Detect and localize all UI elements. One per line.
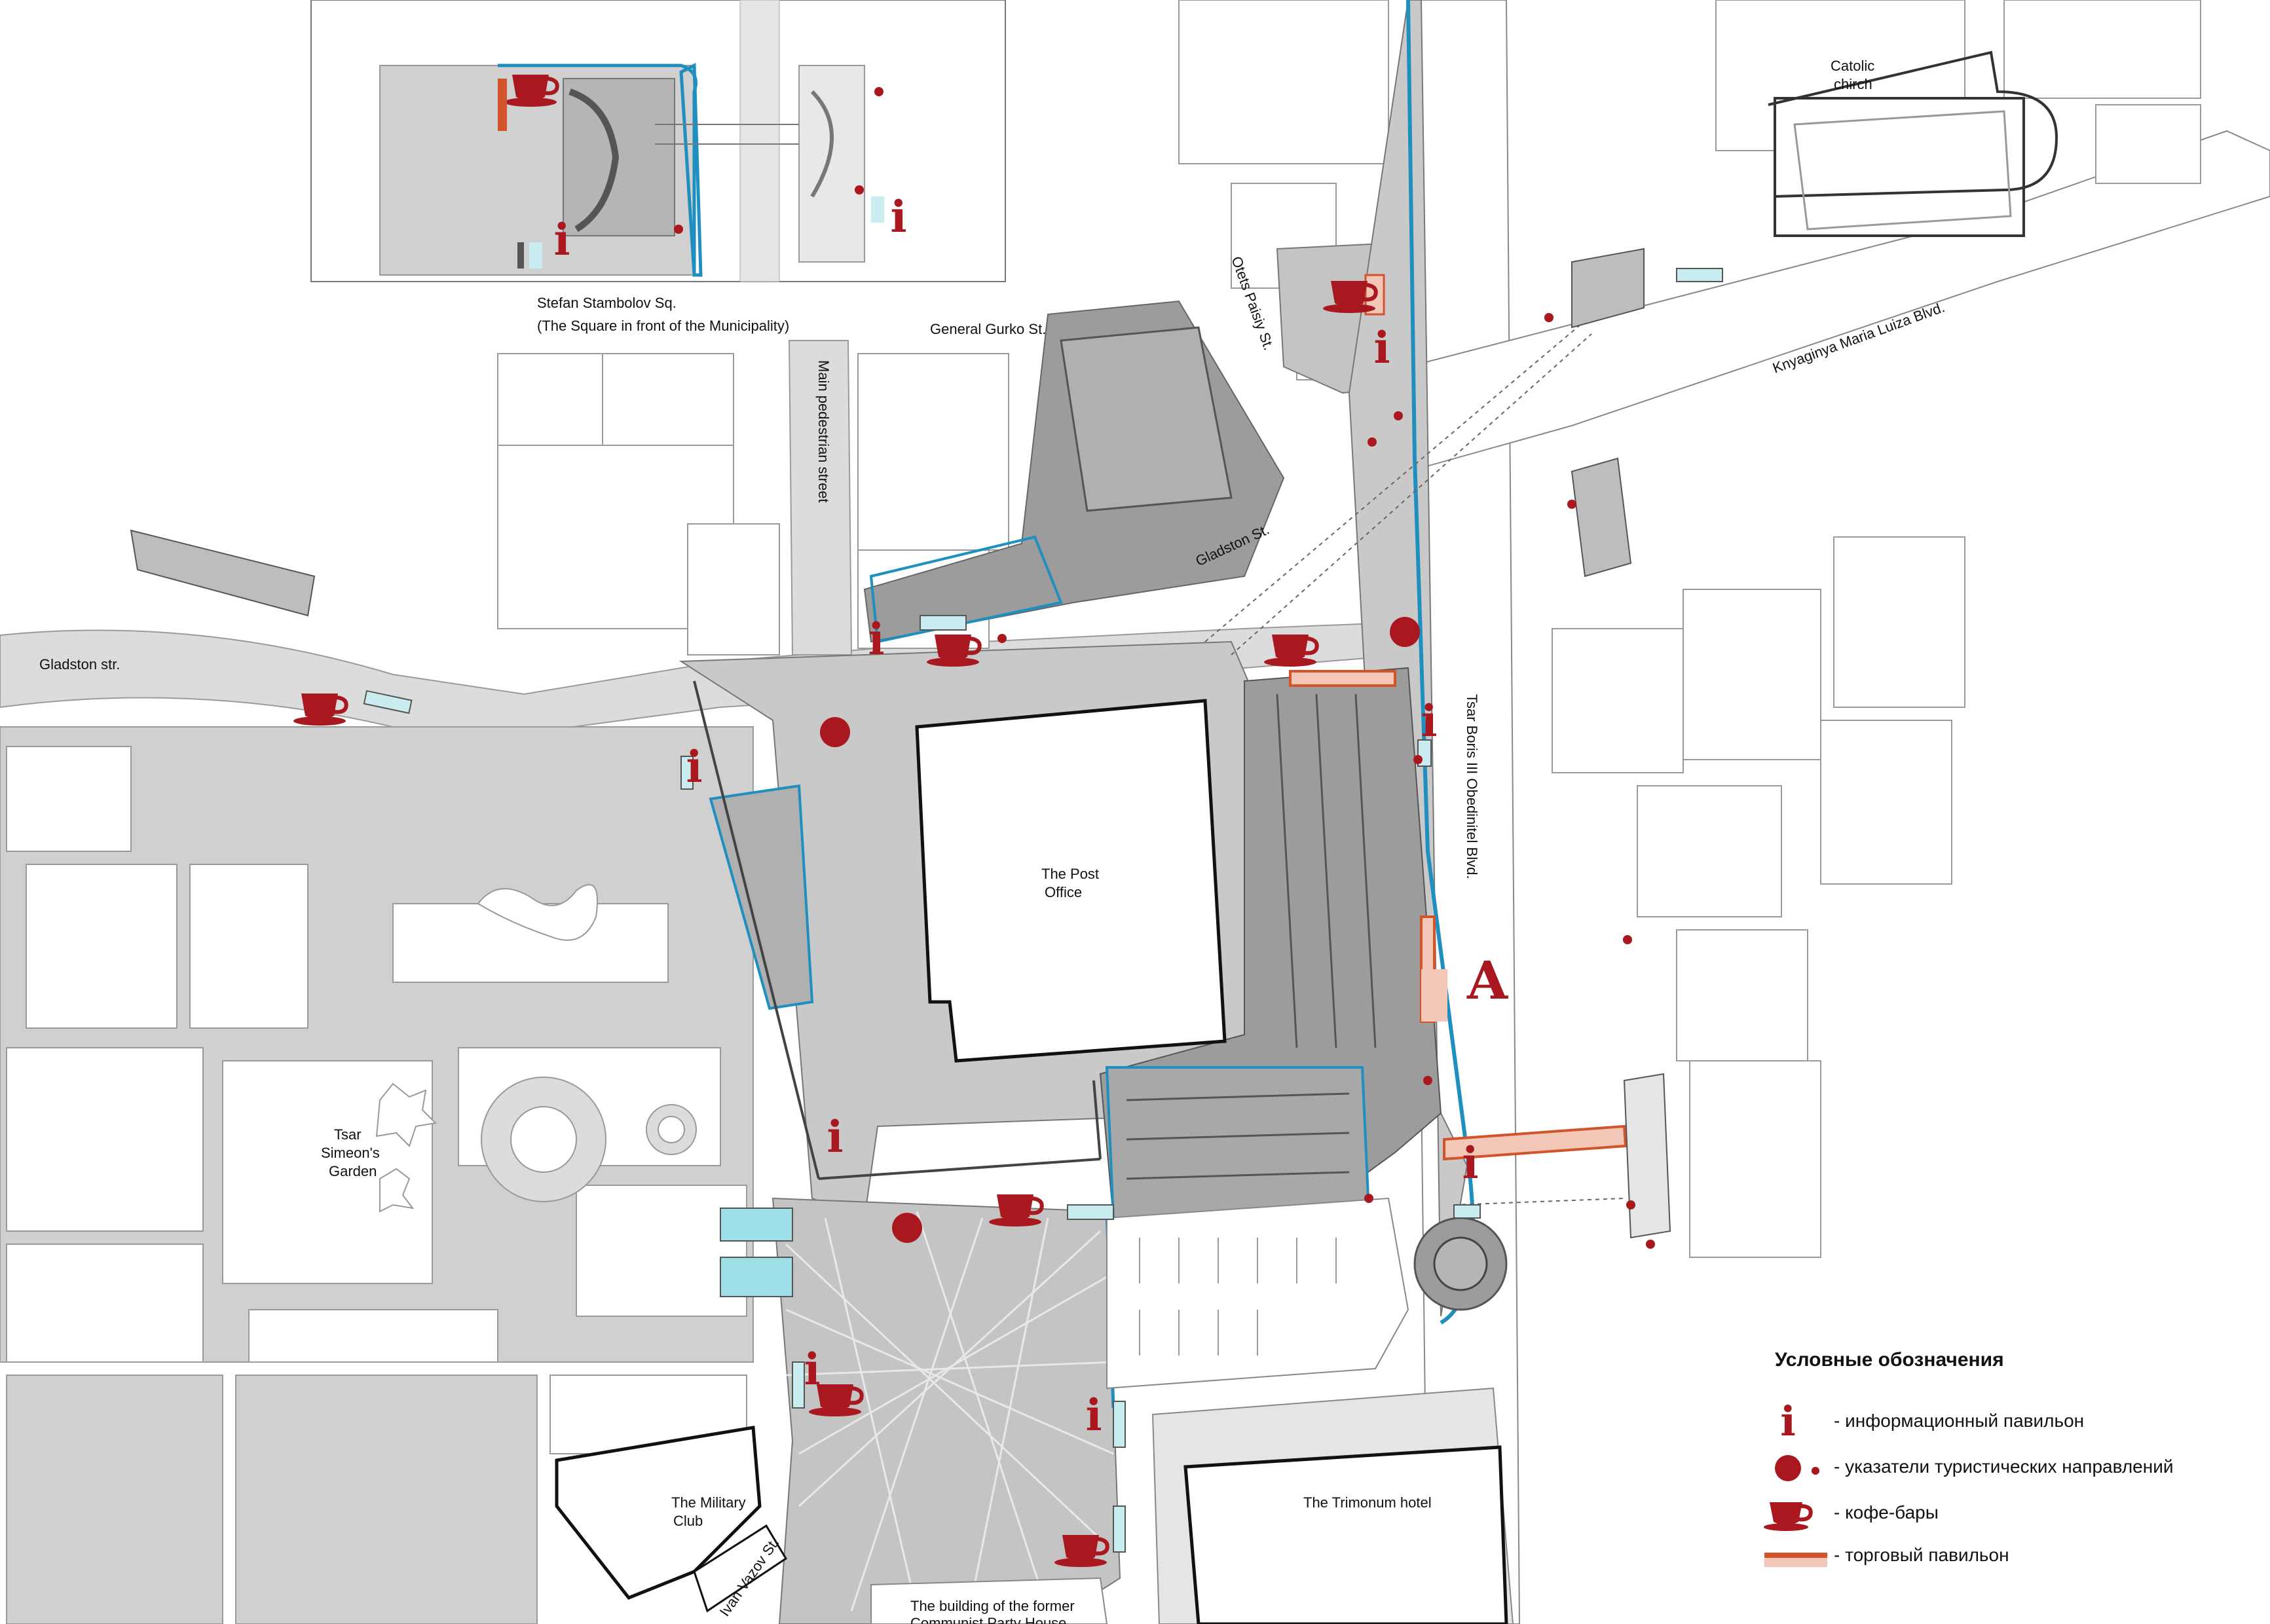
west-excavation	[709, 784, 814, 1010]
post-office-label-2: Office	[1045, 884, 1082, 900]
legend-row-signpost: - указатели туристических направлений	[1762, 1447, 2260, 1486]
gurko-label: General Gurko St.	[930, 321, 1046, 337]
garden-label-2: Simeon's	[321, 1145, 380, 1161]
north-blocks	[497, 0, 1389, 655]
inset-map	[310, 0, 1006, 282]
zone-a-label: A	[1466, 950, 1508, 1011]
church-label-1: Catolic	[1831, 58, 1874, 74]
legend-signpost-label: - указатели туристических направлений	[1834, 1456, 2174, 1477]
trimonum-label: The Trimonum hotel	[1303, 1494, 1432, 1511]
glass-kiosks	[363, 268, 1723, 1553]
legend-info-label: - информационный павильон	[1834, 1411, 2085, 1431]
coffee-cup-icon	[1764, 1502, 1813, 1531]
church-label-2: chirch	[1834, 76, 1872, 92]
signpost-dot-icon	[1775, 1455, 1819, 1481]
gladston-str-label: Gladston str.	[39, 656, 121, 673]
trade-pavilion-icon	[1764, 1553, 1827, 1567]
legend-coffee-label: - кофе-бары	[1834, 1502, 1939, 1522]
map-legend: Условные обозначения i - информационный …	[1762, 1349, 2260, 1585]
military-club-label-2: Club	[673, 1513, 703, 1529]
paving-pattern	[785, 1211, 1114, 1612]
communist-house-label-1: The building of the former	[910, 1598, 1075, 1614]
legend-title: Условные обозначения	[1775, 1349, 2004, 1371]
underpass-lines	[1204, 320, 1625, 1206]
legend-row-trade: - торговый павильон	[1762, 1536, 2260, 1575]
garden-circles	[375, 884, 697, 1213]
garden-label-3: Garden	[329, 1163, 377, 1179]
info-icon: i	[1780, 1401, 1796, 1441]
post-office-building	[915, 699, 1227, 1063]
legend-trade-label: - торговый павильон	[1834, 1545, 2009, 1565]
east-stair	[1623, 1073, 1671, 1239]
legend-row-coffee: - кофе-бары	[1762, 1493, 2260, 1532]
military-club-label-1: The Military	[671, 1494, 746, 1511]
garden-label-1: Tsar	[334, 1126, 362, 1143]
communist-house-label-2: Communist Party House	[910, 1615, 1066, 1624]
trimonum-hotel-building	[1183, 1445, 1508, 1624]
pedestrian-street-label: Main pedestrian street	[815, 360, 832, 503]
stambolov-sq-label: Stefan Stambolov Sq.	[537, 295, 677, 311]
east-blocks	[1552, 0, 2201, 1258]
boris-blvd-label: Tsar Boris III Obedinitel Blvd.	[1464, 694, 1480, 879]
stambolov-sub-label: (The Square in front of the Municipality…	[537, 318, 789, 334]
catholic-church	[1768, 50, 2058, 237]
post-office-label-1: The Post	[1041, 866, 1099, 882]
svg-text:i: i	[1780, 1401, 1796, 1441]
legend-row-info: i - информационный павильон	[1762, 1401, 2260, 1441]
